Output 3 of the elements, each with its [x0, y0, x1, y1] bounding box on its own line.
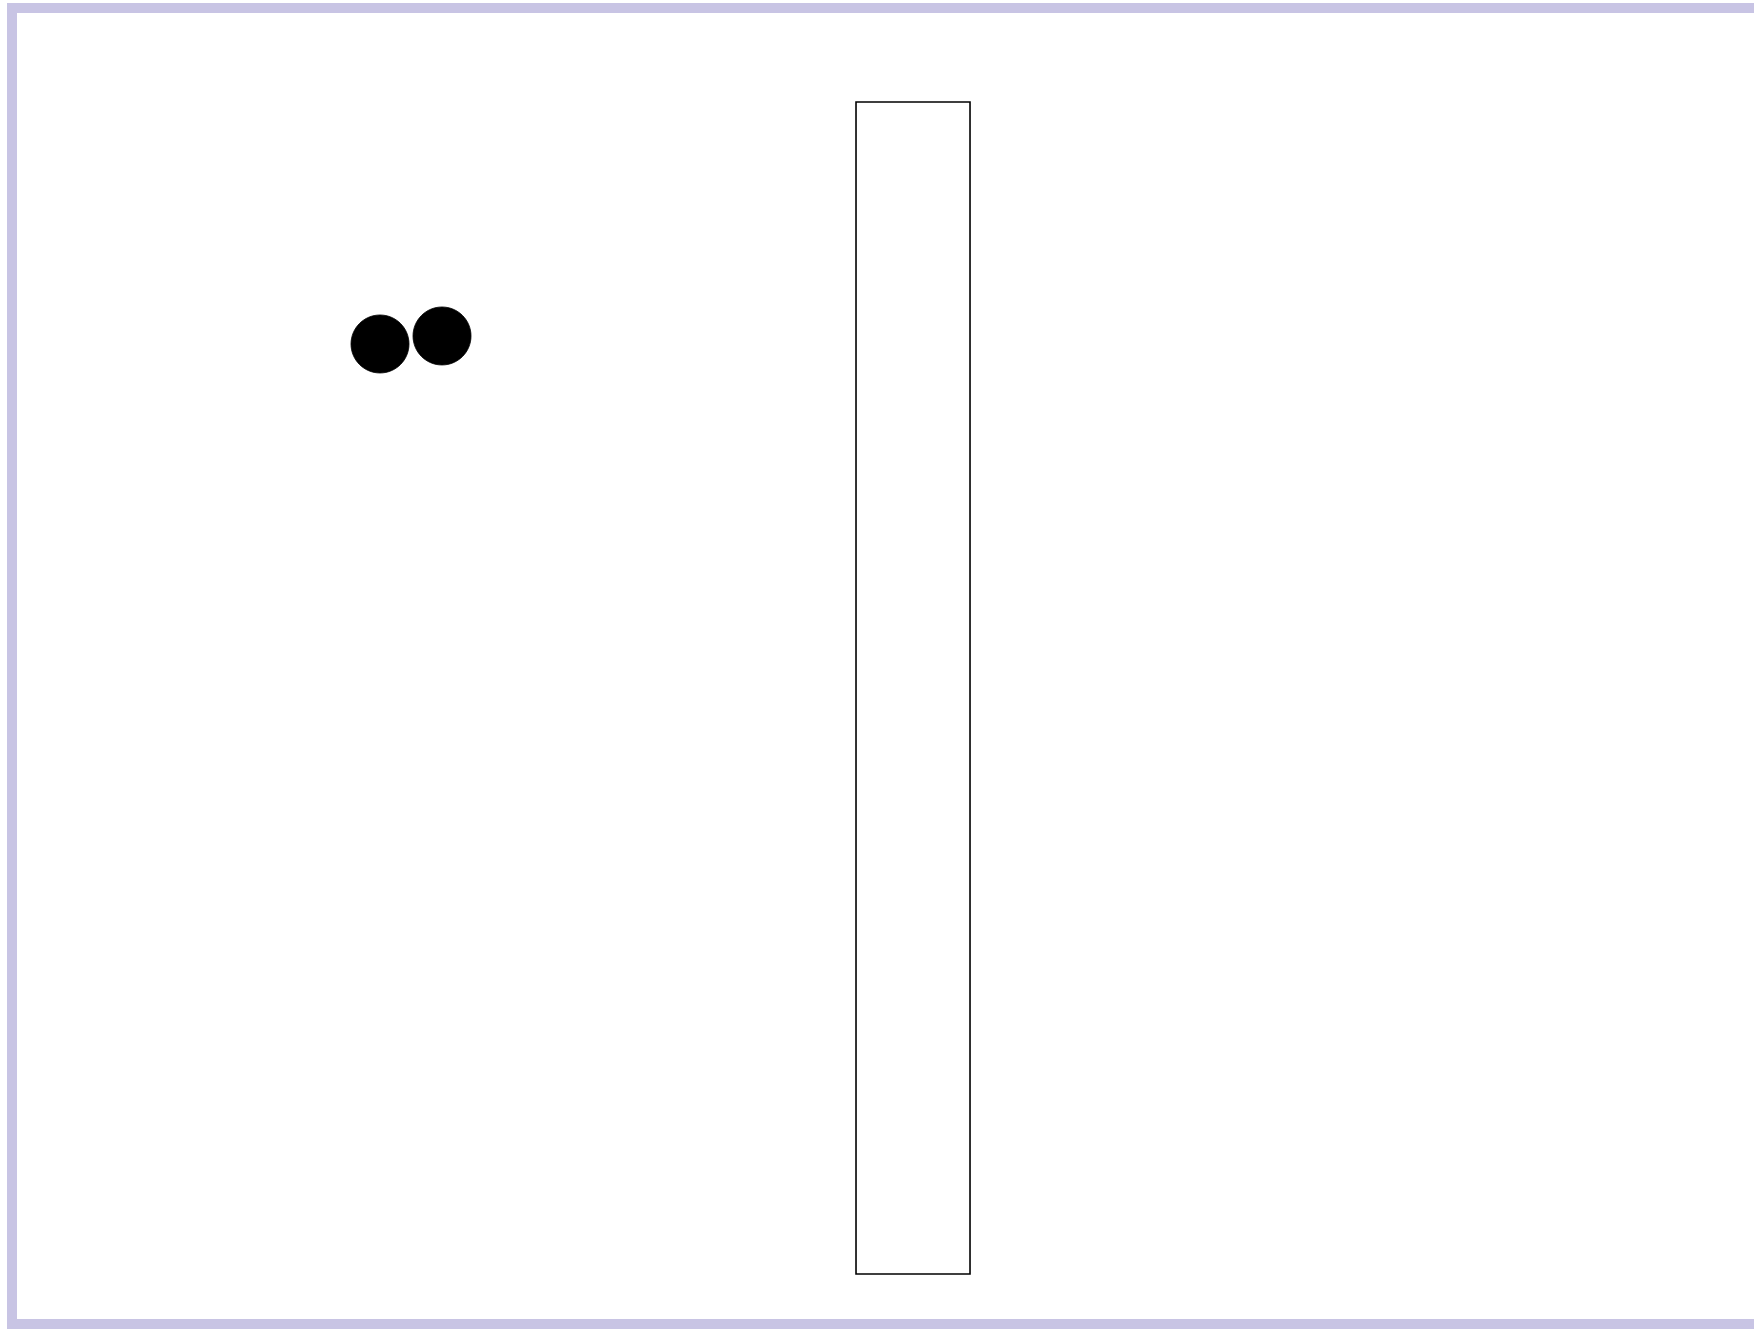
dot: [350, 314, 410, 374]
tall-rectangle: [855, 101, 971, 1275]
dot: [412, 306, 472, 366]
